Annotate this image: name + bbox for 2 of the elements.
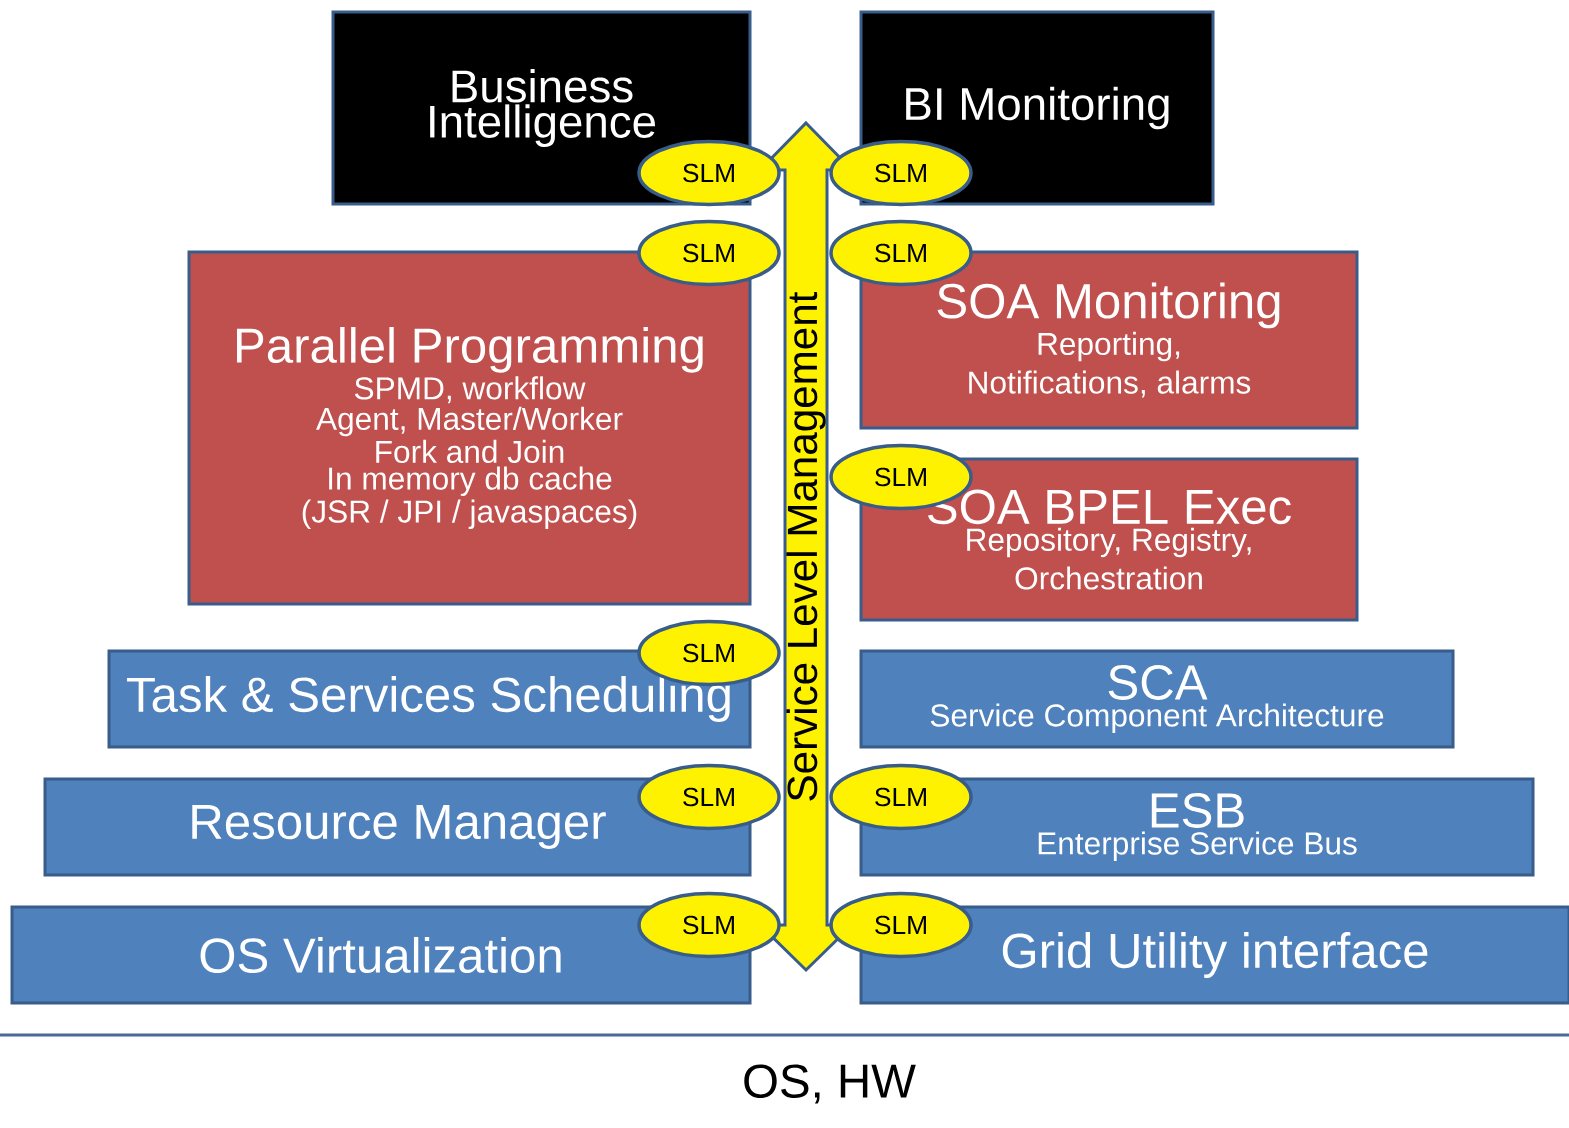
layer-box: SCA Service Component Architecture	[859, 649, 1455, 749]
layer-label: OS, HW	[744, 1064, 916, 1104]
